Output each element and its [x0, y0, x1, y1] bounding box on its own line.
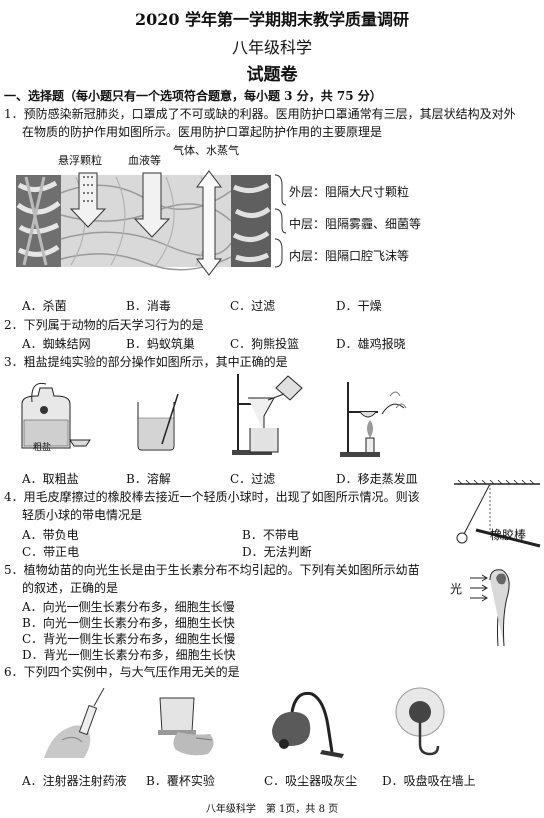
q3-fig-a-take-salt — [21, 382, 91, 449]
q1-label-gas: 气体、水蒸气 — [173, 144, 239, 157]
q6-option-b[interactable]: B．覆杯实验 — [146, 774, 215, 788]
q3-option-b[interactable]: B．溶解 — [126, 472, 171, 486]
q2-option-a[interactable]: A．蜘蛛结网 — [22, 337, 91, 351]
q4-option-c[interactable]: C．带正电 — [22, 545, 80, 559]
mask-layers-figure — [16, 170, 286, 276]
q4-stem-line2: 轻质小球的带电情况是 — [22, 508, 143, 522]
q1-label-blood: 血液等 — [128, 154, 161, 167]
q5-option-a[interactable]: A．向光一侧生长素分布多，细胞生长慢 — [22, 600, 235, 614]
q4-label-rod: 橡胶棒 — [490, 528, 527, 542]
q4-option-a[interactable]: A．带负电 — [22, 528, 79, 542]
q5-option-b[interactable]: B．向光一侧生长素分布多，细胞生长快 — [22, 616, 235, 630]
page-footer: 八年级科学 第 1页，共 8 页 — [205, 804, 339, 815]
q4-ball-rod-figure — [454, 480, 541, 548]
q1-label-outer: 外层：阻隔大尺寸颗粒 — [289, 185, 410, 199]
q1-option-c[interactable]: C．过滤 — [230, 299, 276, 313]
q1-label-suspended: 悬浮颗粒 — [58, 154, 102, 167]
q6-fig-b-cup-experiment — [158, 697, 214, 756]
q2-option-b[interactable]: B．蚂蚁筑巢 — [126, 337, 195, 351]
paper-label: 试题卷 — [246, 65, 298, 85]
q4-option-d[interactable]: D．无法判断 — [242, 545, 312, 559]
q3-fig-d-evaporate — [340, 382, 407, 457]
q1-label-middle: 中层：阻隔雾霾、细菌等 — [289, 217, 422, 231]
q3-option-d[interactable]: D．移走蒸发皿 — [336, 472, 418, 486]
q5-option-c[interactable]: C．背光一侧生长素分布多，细胞生长慢 — [22, 632, 236, 646]
q1-option-b[interactable]: B．消毒 — [126, 299, 171, 313]
q3-option-a[interactable]: A．取粗盐 — [22, 472, 79, 486]
q6-option-c[interactable]: C．吸尘器吸灰尘 — [264, 774, 358, 788]
q5-stem-line1: 5．植物幼苗的向光生长是由于生长素分布不均引起的。下列有关如图所示幼苗 — [4, 563, 420, 577]
q1-stem-line2: 在物质的防护作用如图所示。医用防护口罩起防护作用的主要原理是 — [22, 125, 383, 139]
q1-option-a[interactable]: A．杀菌 — [22, 299, 67, 313]
q6-fig-c-vacuum — [272, 691, 344, 758]
q6-option-d[interactable]: D．吸盘吸在墙上 — [382, 774, 476, 788]
section-heading: 一、选择题（每小题只有一个选项符合题意，每小题 3 分，共 75 分） — [4, 89, 382, 103]
q2-option-c[interactable]: C．狗熊投篮 — [230, 337, 300, 351]
q6-fig-d-suction-cup — [395, 687, 445, 756]
q5-stem-line2: 的叙述，正确的是 — [22, 581, 119, 595]
q5-label-light: 光 — [450, 582, 463, 596]
q4-option-b[interactable]: B．不带电 — [242, 528, 299, 542]
q3-fig-label-salt: 粗盐 — [33, 443, 52, 453]
q6-option-a[interactable]: A．注射器注射药液 — [22, 774, 127, 788]
q1-option-d[interactable]: D．干燥 — [336, 299, 382, 313]
q1-label-inner: 内层：阻隔口腔飞沫等 — [289, 249, 410, 263]
q2-option-d[interactable]: D．雄鸡报晓 — [336, 337, 406, 351]
q6-fig-a-syringe — [44, 688, 105, 758]
exam-title: 2020 学年第一学期期末教学质量调研 — [134, 10, 410, 29]
q6-stem: 6．下列四个实例中，与大气压作用无关的是 — [4, 665, 240, 679]
q4-stem-line1: 4．用毛皮摩擦过的橡胶棒去接近一个轻质小球时，出现了如图所示情况。则该 — [4, 490, 420, 504]
q2-stem: 2．下列属于动物的后天学习行为的是 — [4, 318, 204, 332]
q5-seedling-figure — [470, 569, 510, 647]
q3-fig-b-dissolve — [137, 393, 179, 451]
q1-stem-line1: 1．预防感染新冠肺炎，口罩成了不可或缺的利器。医用防护口罩通常有三层，其层状结构… — [4, 107, 516, 121]
q5-option-d[interactable]: D．背光一侧生长素分布多，细胞生长快 — [22, 648, 236, 662]
q3-fig-c-filter — [232, 374, 303, 455]
q3-option-c[interactable]: C．过滤 — [230, 472, 276, 486]
grade-subject: 八年级科学 — [231, 38, 312, 57]
q3-stem: 3．粗盐提纯实验的部分操作如图所示，其中正确的是 — [4, 355, 288, 369]
